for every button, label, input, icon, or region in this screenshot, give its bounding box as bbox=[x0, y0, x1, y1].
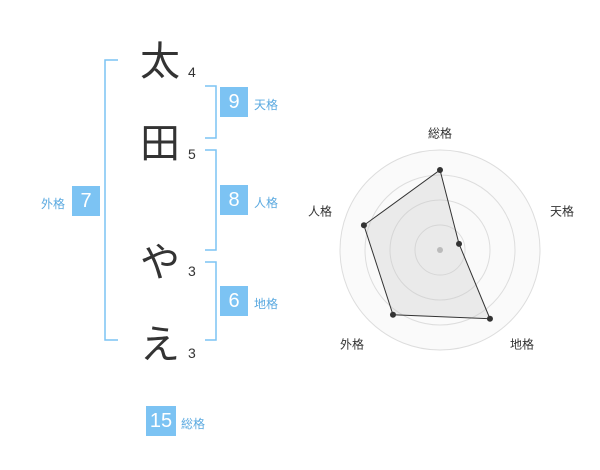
name-char-1: 太 bbox=[140, 39, 180, 85]
gaikaku-value: 7 bbox=[72, 186, 100, 216]
stroke-count-3: 3 bbox=[188, 263, 196, 279]
stroke-count-2: 5 bbox=[188, 146, 196, 162]
radar-point-3 bbox=[486, 315, 493, 322]
radar-point-4 bbox=[389, 311, 396, 318]
radar-center bbox=[437, 247, 443, 253]
radar-axis-label-2: 天格 bbox=[550, 204, 574, 219]
chikaku-bracket bbox=[205, 261, 217, 341]
chikaku-value: 6 bbox=[220, 286, 248, 316]
radar-ring-2 bbox=[389, 199, 491, 301]
name-char-4: え bbox=[140, 322, 180, 368]
radar-polygon bbox=[363, 169, 491, 320]
chikaku-label: 地格 bbox=[254, 297, 279, 311]
tenkaku-label: 天格 bbox=[254, 98, 279, 112]
radar-point-5 bbox=[360, 222, 367, 229]
jinkaku-label: 人格 bbox=[254, 196, 279, 210]
stroke-count-1: 4 bbox=[188, 64, 196, 80]
jinkaku-bracket bbox=[205, 149, 217, 251]
radar-point-1 bbox=[437, 167, 443, 173]
soukaku-value: 15 bbox=[146, 406, 176, 436]
radar-point-2 bbox=[456, 240, 463, 247]
name-char-2: 田 bbox=[140, 121, 180, 167]
gaikaku-label: 外格 bbox=[41, 197, 66, 211]
jinkaku-value: 8 bbox=[220, 185, 248, 215]
radar-axis-label-4: 外格 bbox=[340, 337, 364, 352]
name-char-3: や bbox=[140, 240, 180, 286]
gaikaku-bracket bbox=[104, 59, 118, 341]
radar-ring-1 bbox=[414, 224, 466, 276]
radar-axis-label-5: 人格 bbox=[308, 204, 332, 219]
radar-axis-label-3: 地格 bbox=[510, 337, 534, 352]
radar-ring-3 bbox=[364, 174, 516, 326]
tenkaku-value: 9 bbox=[220, 87, 248, 117]
radar-axis-label-1: 総格 bbox=[428, 126, 452, 141]
stroke-count-4: 3 bbox=[188, 345, 196, 361]
soukaku-label: 総格 bbox=[181, 417, 206, 431]
tenkaku-bracket bbox=[205, 85, 217, 139]
